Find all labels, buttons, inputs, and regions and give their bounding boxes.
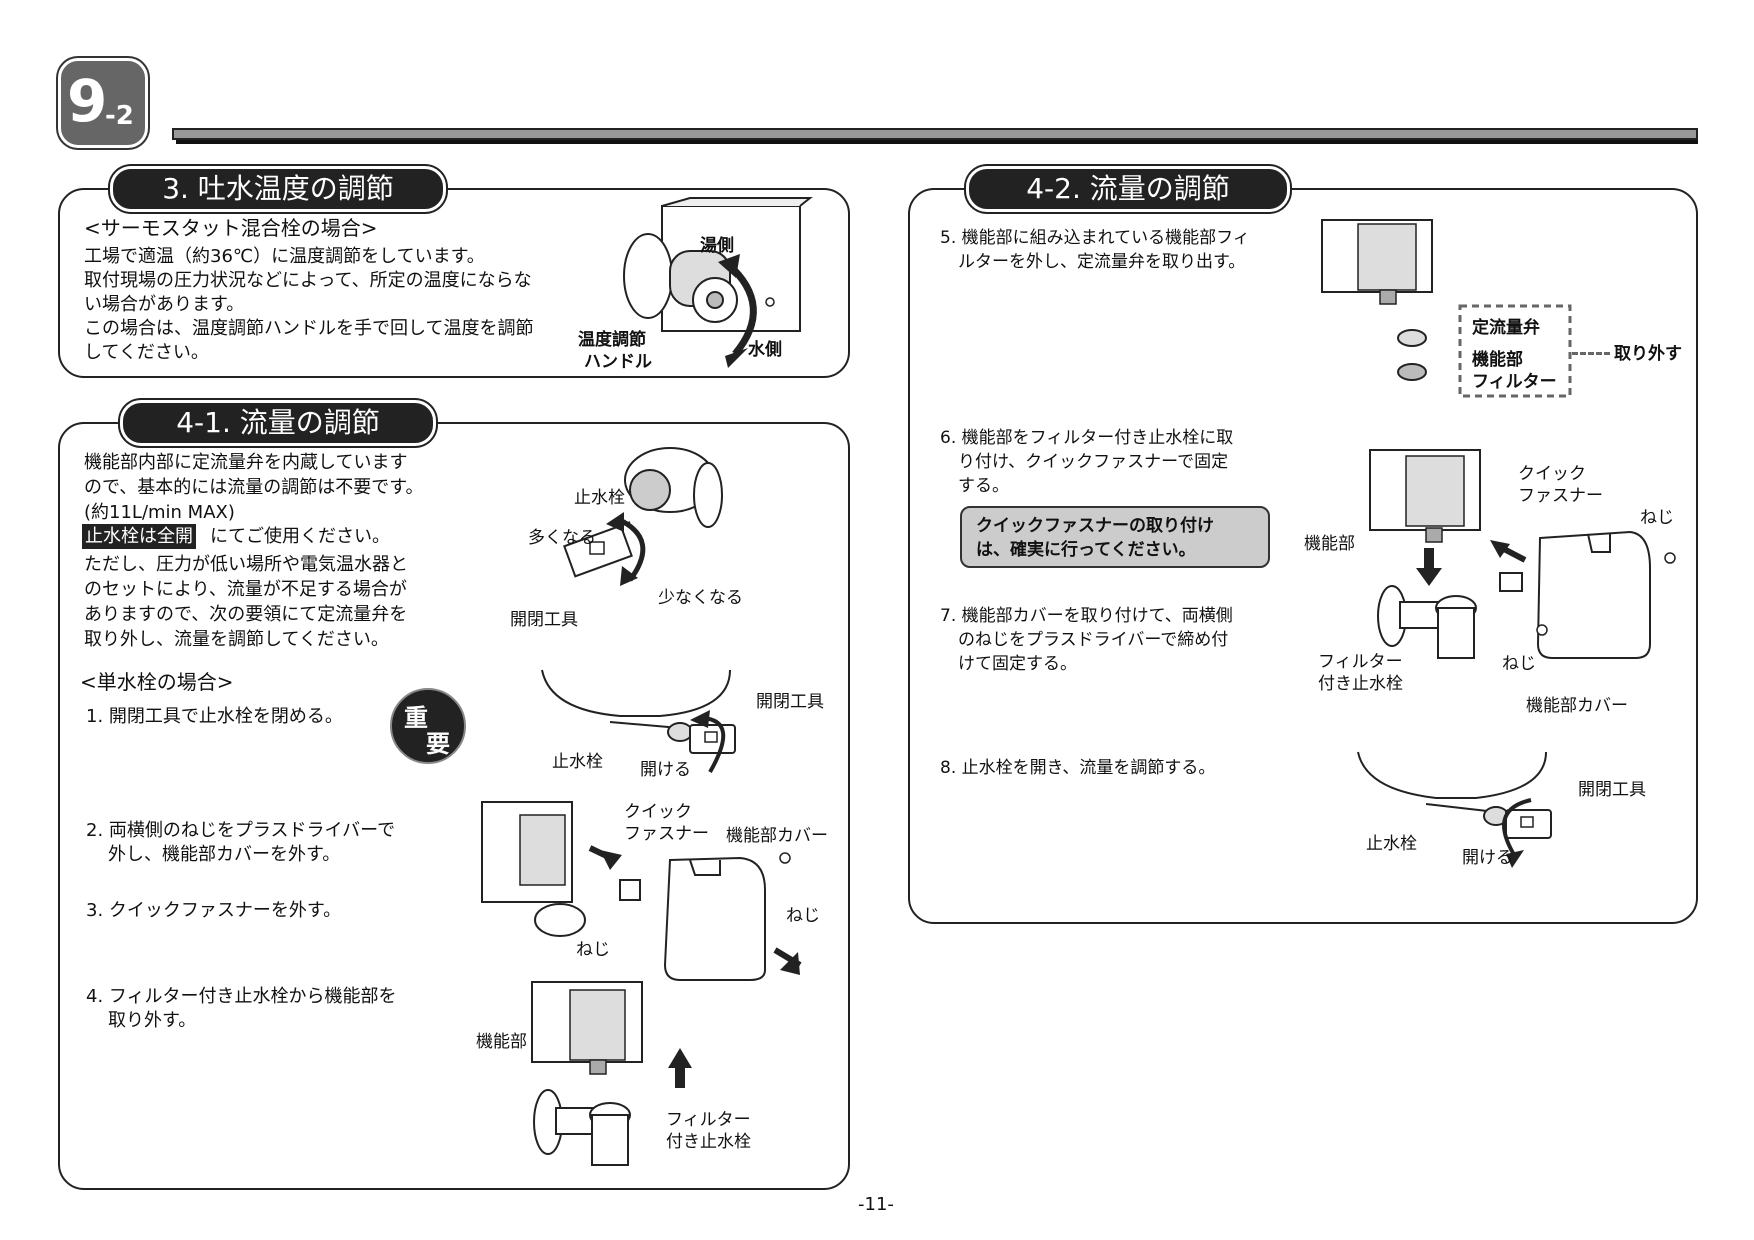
section-4-1-line: にてご使用ください。 <box>210 526 390 547</box>
fig2-valve-label: 止水栓 <box>552 752 603 772</box>
section-4-2-title: 4-2. 流量の調節 <box>966 166 1290 212</box>
fig3-cover-label: 機能部カバー <box>726 826 828 846</box>
stop-valve-tool-figure <box>563 447 723 586</box>
close-valve-figure <box>541 669 736 773</box>
fig7-open-label: 開ける <box>1462 848 1513 868</box>
fig3-screw-label: ねじ <box>786 906 820 926</box>
section-4-1-line: ので、基本的には流量の調節は不要です。 <box>84 477 424 498</box>
section-4-1-line: (約11L/min MAX) <box>84 502 235 523</box>
fig6-filter-label: フィルター <box>1318 652 1403 672</box>
attach-unit-figure <box>1369 449 1676 659</box>
header-rule <box>172 128 1698 140</box>
thermostat-figure <box>623 197 813 368</box>
chapter-badge-sub: -2 <box>105 101 134 131</box>
section-3-title: 3. 吐水温度の調節 <box>110 166 446 212</box>
important-badge: 重 要 <box>390 688 466 764</box>
remove-cover-figure <box>481 801 802 981</box>
fig1-tool-label: 開閉工具 <box>510 610 578 630</box>
fig1-less-label: 少なくなる <box>658 588 743 608</box>
fig6-fastener-label: ファスナー <box>1518 486 1603 506</box>
step-7-cont: のねじをプラスドライバーで締め付 <box>958 630 1229 650</box>
fig3-screw-label: ねじ <box>576 940 610 960</box>
highlight-full-open: 止水栓は全開 <box>82 524 196 549</box>
fig4-filter-label: 付き止水栓 <box>666 1132 751 1152</box>
section-3-line: い場合があります。 <box>84 294 245 315</box>
step-7-cont: けて固定する。 <box>958 654 1077 674</box>
fig5-valve-label: 定流量弁 <box>1472 318 1540 338</box>
single-faucet-subtitle: <単水栓の場合> <box>80 670 234 694</box>
section-3-line: この場合は、温度調節ハンドルを手で回して温度を調節 <box>84 318 534 339</box>
fig1-more-label: 多くなる <box>528 528 596 548</box>
caution-note-line: は、確実に行ってください。 <box>976 540 1196 560</box>
cold-side-label: 水側 <box>748 340 782 360</box>
important-char: 要 <box>426 730 450 758</box>
section-3-subtitle: <サーモスタット混合栓の場合> <box>84 216 378 240</box>
step-4: 4. フィルター付き止水栓から機能部を <box>86 986 397 1007</box>
fig1-valve-label: 止水栓 <box>574 488 625 508</box>
step-5: 5. 機能部に組み込まれている機能部フィ <box>940 228 1250 248</box>
chapter-badge: 9 -2 <box>58 58 148 148</box>
step-2: 2. 両横側のねじをプラスドライバーで <box>86 820 396 841</box>
temp-handle-label: 温度調節 <box>578 330 646 350</box>
section-4-1-line: ただし、圧力が低い場所や電気温水器と <box>84 554 408 575</box>
section-4-1-line: ありますので、次の要領にて定流量弁を <box>84 604 408 625</box>
chapter-badge-main: 9 <box>67 67 108 135</box>
step-5-cont: ルターを外し、定流量弁を取り出す。 <box>958 252 1246 272</box>
caution-note-line: クイックファスナーの取り付け <box>976 516 1214 536</box>
fig2-open-label: 開ける <box>640 760 691 780</box>
fig4-unit-label: 機能部 <box>476 1032 527 1052</box>
fig5-filter-label: フィルター <box>1472 372 1557 392</box>
section-3-line: してください。 <box>84 342 209 363</box>
header-rule-shadow <box>176 140 1698 144</box>
fig6-filter-label: 付き止水栓 <box>1318 674 1403 694</box>
fig5-remove-label: 取り外す <box>1614 344 1682 364</box>
fig3-fastener-label: ファスナー <box>624 824 709 844</box>
hot-side-label: 湯側 <box>700 236 734 256</box>
open-valve-figure <box>1357 751 1552 868</box>
step-3: 3. クイックファスナーを外す。 <box>86 900 342 921</box>
fig6-unit-label: 機能部 <box>1304 534 1355 554</box>
step-8: 8. 止水栓を開き、流量を調節する。 <box>940 758 1216 778</box>
fig7-valve-label: 止水栓 <box>1366 834 1417 854</box>
fig6-fastener-label: クイック <box>1518 464 1586 484</box>
fig7-tool-label: 開閉工具 <box>1578 780 1646 800</box>
caution-note-box: クイックファスナーの取り付け は、確実に行ってください。 <box>960 506 1270 568</box>
section-3-line: 取付現場の圧力状況などによって、所定の温度にならな <box>84 270 532 291</box>
step-2-cont: 外し、機能部カバーを外す。 <box>108 844 341 865</box>
page-number: -11- <box>858 1194 894 1215</box>
section-4-1-line: のセットにより、流量が不足する場合が <box>84 579 407 600</box>
fig6-screw-label: ねじ <box>1502 654 1536 674</box>
step-7: 7. 機能部カバーを取り付けて、両横側 <box>940 606 1233 626</box>
fig6-cover-label: 機能部カバー <box>1526 696 1628 716</box>
fig4-filter-label: フィルター <box>666 1110 751 1130</box>
section-4-1-panel <box>58 422 850 1190</box>
detach-unit-figure <box>531 981 692 1166</box>
remove-leader-line <box>1572 352 1610 355</box>
remove-valve-figure <box>1321 219 1572 398</box>
temp-handle-label: ハンドル <box>584 352 652 372</box>
step-6-cont: する。 <box>958 476 1009 496</box>
step-4-cont: 取り外す。 <box>108 1010 197 1031</box>
section-3-line: 工場で適温（約36℃）に温度調節をしています。 <box>84 246 485 267</box>
step-6: 6. 機能部をフィルター付き止水栓に取 <box>940 428 1234 448</box>
step-6-cont: り付け、クイックファスナーで固定 <box>958 452 1229 472</box>
fig6-screw-label: ねじ <box>1640 508 1674 528</box>
fig3-fastener-label: クイック <box>624 802 692 822</box>
section-4-1-line: 機能部内部に定流量弁を内蔵しています <box>84 452 408 473</box>
section-4-1-title: 4-1. 流量の調節 <box>120 400 436 446</box>
important-char: 重 <box>404 704 428 732</box>
section-4-1-line: 取り外し、流量を調節してください。 <box>84 629 389 650</box>
fig5-filter-label: 機能部 <box>1472 350 1523 370</box>
fig2-tool-label: 開閉工具 <box>756 692 824 712</box>
step-1: 1. 開閉工具で止水栓を閉める。 <box>86 706 343 727</box>
